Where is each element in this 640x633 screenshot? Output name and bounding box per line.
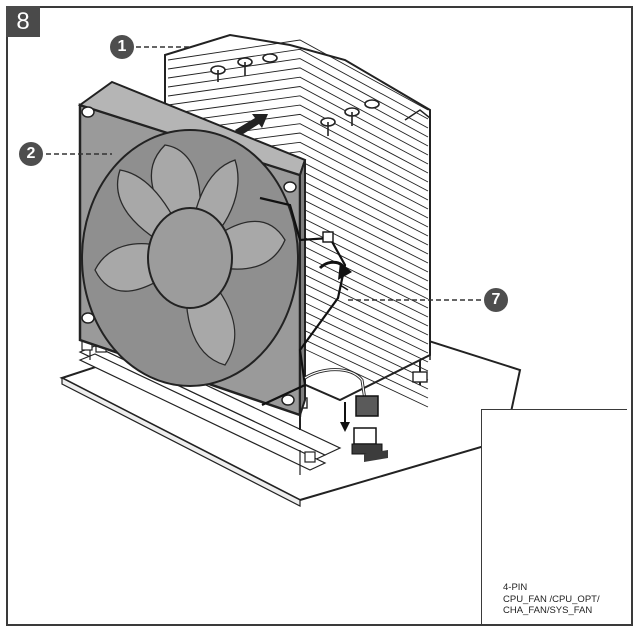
connector-inset	[481, 409, 627, 624]
heatsink-fin	[167, 95, 429, 165]
fan-clip	[259, 196, 352, 406]
callout-1: 1	[110, 35, 134, 59]
pin-count-label: 4-PIN	[503, 582, 528, 593]
callout-leaders	[46, 46, 484, 301]
header-names-line1: CPU_FAN /CPU_OPT/	[503, 593, 600, 605]
heatsink-fin	[167, 48, 429, 120]
callout-7: 7	[484, 288, 508, 312]
callout-2: 2	[19, 142, 43, 166]
heatsink-fin	[167, 39, 429, 111]
heatsink-fin	[167, 104, 429, 174]
heatsink-fin	[167, 67, 429, 138]
heatsink-fin	[167, 86, 429, 156]
heatsink-fin	[167, 76, 429, 147]
fan	[77, 80, 307, 417]
step-number-badge: 8	[6, 6, 40, 37]
connector-label: 4-PIN CPU_FAN /CPU_OPT/ CHA_FAN/SYS_FAN	[503, 582, 600, 617]
header-names-line2: CHA_FAN/SYS_FAN	[503, 605, 593, 616]
fan-cable	[304, 368, 388, 462]
figure-frame	[6, 6, 633, 626]
